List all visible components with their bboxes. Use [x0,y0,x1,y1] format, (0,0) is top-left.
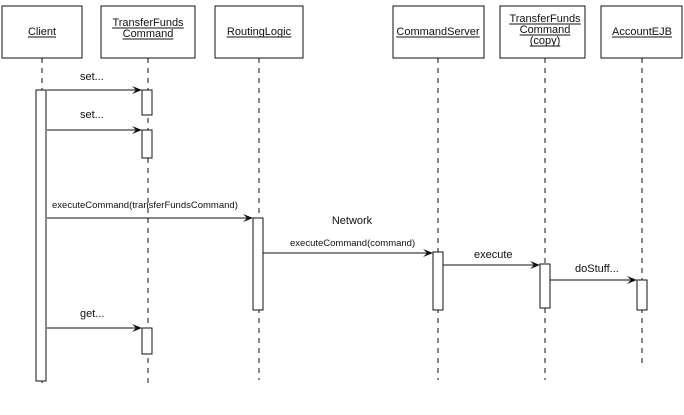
message-4: executeCommand(command) [263,238,433,257]
participant-box [1,5,83,59]
arrowhead-icon [132,126,142,134]
message-7: get... [47,308,142,332]
participant-label: Command [520,24,571,36]
message-2: set... [47,109,142,134]
activation-bar-client [35,89,47,382]
activation-bar-transferfunds [141,129,153,159]
message-5: execute [443,249,540,269]
activation-bar-accountejb [636,279,648,311]
activation-bar-routing [252,217,264,311]
message-1: set... [47,71,142,94]
participant-commandserver: CommandServer [392,5,485,59]
arrowhead-icon [627,276,637,284]
message-3: executeCommand(transferFundsCommand) [47,200,253,222]
message-label: executeCommand(transferFundsCommand) [52,200,238,211]
message-label: executeCommand(command) [290,238,415,249]
network-label: Network [332,215,373,227]
participant-label: CommandServer [396,26,479,38]
participant-box [392,5,485,59]
message-label: get... [80,308,104,320]
message-6: doStuff... [550,263,637,284]
participant-label: RoutingLogic [227,26,292,38]
arrowhead-icon [243,214,253,222]
participant-routing: RoutingLogic [214,5,304,59]
activation-bar-transferfunds [141,89,153,116]
activation-bar-transferfunds-copy [539,263,551,309]
activation-bar-commandserver [432,251,444,311]
participant-box [499,5,586,59]
participant-label: TransferFunds [112,17,184,29]
arrowhead-icon [423,249,433,257]
participant-label: TransferFunds [509,13,581,25]
arrowhead-icon [132,324,142,332]
participant-box [600,5,683,59]
message-label: execute [474,249,513,261]
arrowhead-icon [132,86,142,94]
participant-box [214,5,304,59]
participant-label: (copy) [530,35,561,47]
participant-box [100,5,196,59]
message-label: doStuff... [575,263,619,275]
arrowhead-icon [530,261,540,269]
message-label: set... [80,109,104,121]
participant-client: Client [1,5,83,59]
participant-accountejb: AccountEJB [600,5,683,59]
participant-label: Command [123,28,174,40]
activation-bar-transferfunds [141,327,153,355]
participant-label: AccountEJB [612,26,672,38]
participant-label: Client [28,26,56,38]
message-label: set... [80,71,104,83]
